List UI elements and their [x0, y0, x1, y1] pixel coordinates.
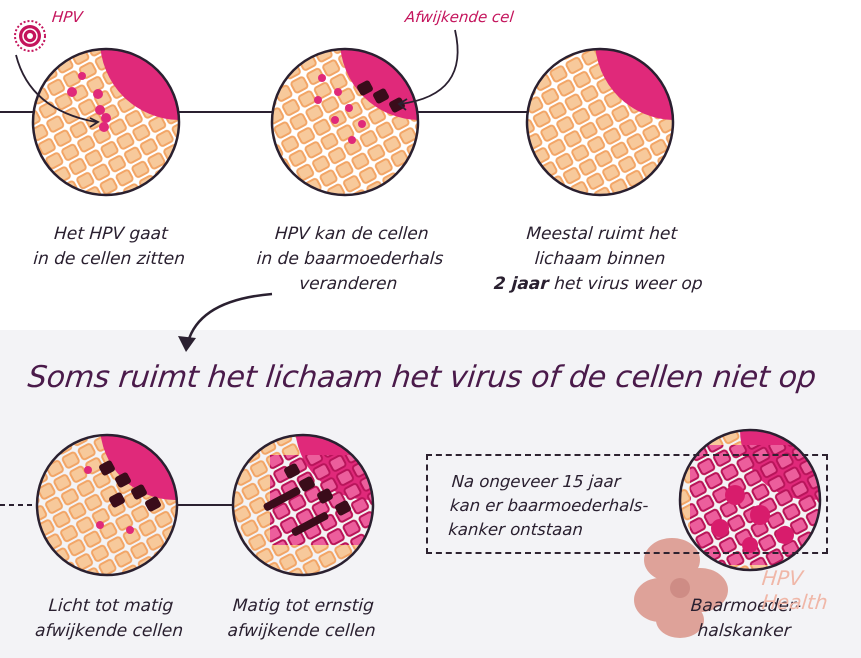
- caption-line: afwijkende cellen: [226, 621, 377, 641]
- cell-circle-cancer: [678, 428, 822, 572]
- caption-step-2: HPV kan de cellen in de baarmoederhals v…: [242, 222, 457, 297]
- curved-arrow: [186, 292, 273, 343]
- caption-line: Het HPV gaat: [53, 224, 169, 244]
- abnormal-cell-label: Afwijkende cel: [404, 8, 515, 26]
- cell-circle-severe: [231, 433, 375, 577]
- watermark-text: HPV: [760, 566, 805, 590]
- cell-circle-mild: [35, 433, 179, 577]
- section-headline: Soms ruimt het lichaam het virus of de c…: [26, 360, 818, 395]
- hpv-label: HPV: [51, 8, 84, 26]
- caption-severe: Matig tot ernstig afwijkende cellen: [208, 594, 396, 644]
- note-text: Na ongeveer 15 jaar kan er baarmoederhal…: [447, 470, 682, 542]
- note-line: kanker ontstaan: [447, 520, 584, 539]
- note-box: [426, 454, 828, 554]
- watermark-text: Health: [760, 590, 829, 614]
- caption-text: het virus weer op: [548, 274, 704, 294]
- caption-step-1: Het HPV gaat in de cellen zitten: [8, 222, 211, 272]
- note-line: Na ongeveer 15 jaar: [451, 472, 622, 491]
- virus-icon: [14, 20, 46, 52]
- pointer-arrow: [399, 29, 459, 105]
- cell-circle-hpv-entry: [31, 47, 181, 197]
- caption-line: Meestal ruimt het: [525, 224, 678, 244]
- caption-line: 2 jaar het virus weer op: [482, 272, 714, 297]
- caption-line: in de baarmoederhals: [256, 249, 445, 269]
- caption-bold: 2 jaar: [493, 274, 550, 294]
- pointer-arrow: [15, 54, 97, 123]
- caption-line: lichaam binnen: [533, 249, 667, 269]
- caption-line: halskanker: [696, 621, 792, 641]
- cell-circle-cell-change: [270, 47, 420, 197]
- caption-line: in de cellen zitten: [32, 249, 186, 269]
- caption-line: HPV kan de cellen: [274, 224, 430, 244]
- caption-line: Matig tot ernstig: [232, 596, 375, 616]
- cell-circle-healed: [525, 47, 675, 197]
- caption-mild: Licht tot matig afwijkende cellen: [18, 594, 201, 644]
- caption-line: veranderen: [298, 274, 399, 294]
- caption-step-3: Meestal ruimt het lichaam binnen 2 jaar …: [482, 222, 717, 297]
- note-line: kan er baarmoederhals-: [449, 496, 650, 515]
- watermark-flower-icon: [634, 538, 728, 638]
- caption-line: afwijkende cellen: [34, 621, 184, 641]
- caption-line: Licht tot matig: [47, 596, 174, 616]
